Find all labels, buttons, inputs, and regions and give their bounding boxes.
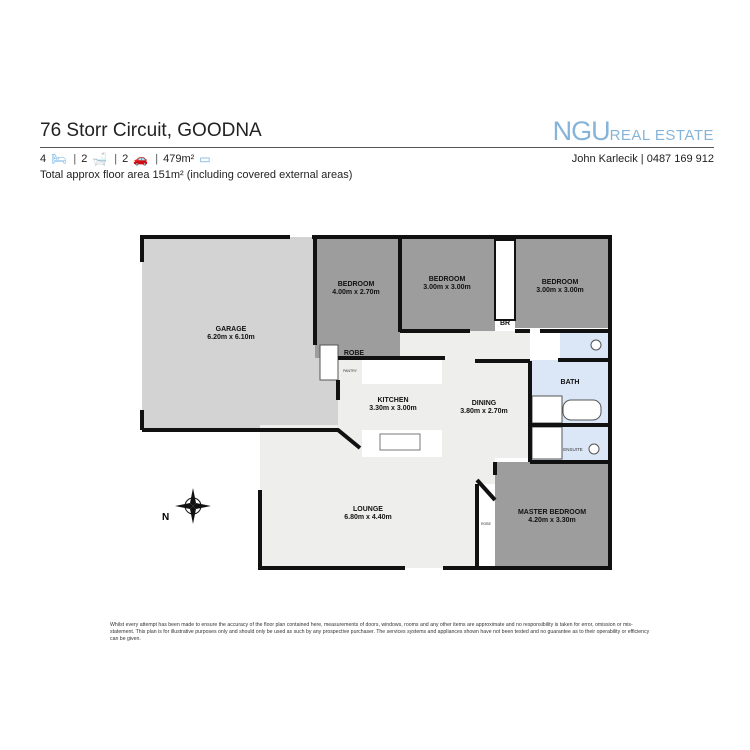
agent-contact: John Karlecik | 0487 169 912 — [571, 153, 714, 165]
room-size-kitchen: 3.30m x 3.00m — [369, 405, 416, 412]
room-label-dining: DINING — [472, 400, 497, 407]
shower-icon — [531, 395, 563, 424]
disclaimer: Whilst every attempt has been made to en… — [110, 622, 650, 642]
bedroom3-floor — [515, 237, 608, 328]
room-size-garage: 6.20m x 6.10m — [207, 334, 254, 341]
shower-icon — [531, 426, 563, 460]
walls — [140, 235, 612, 570]
bedroom-count: 4 — [40, 153, 47, 165]
room-label-br: BR — [500, 320, 510, 327]
room-size-master: 4.20m x 3.30m — [528, 517, 575, 524]
bathroom-count: 2 — [81, 153, 88, 165]
room-label-kitchen: KITCHEN — [377, 397, 408, 404]
room-label-bath: BATH — [561, 379, 580, 386]
car-icon: 🚗 — [133, 152, 149, 166]
property-address: 76 Storr Circuit, GOODNA — [40, 120, 262, 141]
master-floor — [495, 462, 610, 568]
room-label-bedroom: BEDROOM — [429, 276, 466, 283]
sink-icon — [379, 433, 421, 451]
bedroom2-floor — [400, 237, 495, 331]
master-robe — [477, 484, 495, 566]
toilet-icon — [588, 443, 600, 455]
room-label-pantry: PANTRY — [343, 369, 358, 373]
robe-closet — [494, 239, 516, 321]
bedroom1-floor — [315, 237, 400, 358]
room-size-bedroom: 3.00m x 3.00m — [423, 284, 470, 291]
floor-area: Total approx floor area 151m² (including… — [40, 169, 353, 181]
laundry-tub-icon — [319, 344, 339, 381]
compass-north-label: N — [162, 512, 169, 523]
bed-icon: 🛏 — [51, 152, 67, 166]
room-label-master: MASTER BEDROOM — [518, 509, 586, 516]
room-size-dining: 3.80m x 2.70m — [460, 408, 507, 415]
bath-icon: 🛁 — [92, 152, 108, 166]
agency-logo: NGUREAL ESTATE — [552, 116, 714, 146]
room-size-bedroom: 3.00m x 3.00m — [536, 287, 583, 294]
compass-icon: N — [162, 488, 211, 524]
kitchen-bench — [362, 360, 442, 384]
land-icon: ▭ — [199, 152, 211, 166]
room-size-lounge: 6.80m x 4.40m — [344, 514, 391, 521]
toilet-icon — [590, 339, 602, 351]
room-label-lounge: LOUNGE — [353, 506, 383, 513]
room-label-robe: ROBE — [344, 350, 365, 357]
room-label-bedroom: BEDROOM — [542, 279, 579, 286]
divider — [40, 147, 714, 148]
room-size-bedroom: 4.00m x 2.70m — [332, 289, 379, 296]
room-label-garage: GARAGE — [216, 326, 247, 333]
car-count: 2 — [122, 153, 129, 165]
room-label-ensuite: ENSUITE — [563, 447, 583, 452]
bathtub-icon — [562, 399, 602, 421]
room-label-robe: ROBE — [481, 522, 492, 526]
land-area: 479m² — [163, 153, 195, 165]
property-stats: 4🛏| 2🛁| 2🚗| 479m²▭ — [40, 152, 211, 166]
garage-floor — [142, 237, 338, 430]
room-label-bedroom: BEDROOM — [338, 281, 375, 288]
